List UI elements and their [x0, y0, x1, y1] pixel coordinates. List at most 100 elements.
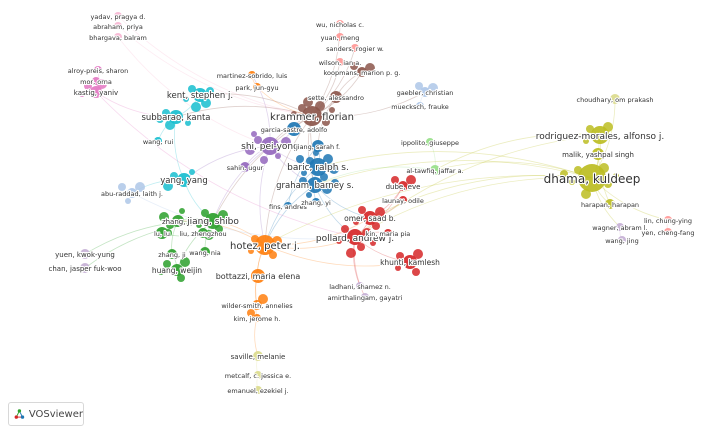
author-node-ladhani[interactable] — [356, 282, 364, 290]
author-label-omer[interactable]: omer, saad b. — [343, 213, 397, 224]
author-node-kimjerome[interactable] — [253, 314, 261, 322]
author-label-malik[interactable]: malik, yashpal singh — [561, 150, 635, 160]
author-label-launay[interactable]: launay, odile — [381, 196, 425, 206]
author-node-sanders[interactable] — [351, 44, 359, 52]
author-label-choudhary[interactable]: choudhary, om prakash — [575, 95, 654, 105]
author-label-bottazzi[interactable]: bottazzi, maria elena — [215, 271, 302, 282]
author-label-sahin[interactable]: sahin, ugur — [226, 163, 265, 173]
author-node-hotez[interactable] — [255, 235, 275, 255]
author-node-baric[interactable] — [309, 158, 327, 176]
author-node-sette[interactable] — [330, 91, 342, 103]
author-label-shi[interactable]: shi, pei-yong — [240, 141, 300, 153]
author-node-yuen[interactable] — [80, 249, 90, 259]
author-label-huang[interactable]: huang, weijin — [151, 265, 204, 276]
author-node-rodriguez[interactable] — [591, 126, 609, 144]
author-label-dube[interactable]: dube, eve — [384, 182, 421, 192]
author-node-bottazzi[interactable] — [251, 269, 265, 283]
author-label-kastig[interactable]: kastig, yaniv — [73, 88, 120, 98]
author-node-dube[interactable] — [398, 181, 408, 191]
author-node-huang[interactable] — [171, 264, 183, 276]
author-label-park[interactable]: park, jun-gyu — [234, 83, 279, 93]
author-node-krammer[interactable] — [302, 106, 322, 126]
author-node-wildersmith[interactable] — [252, 300, 262, 310]
author-label-bhargava[interactable]: bhargava, balram — [88, 33, 148, 43]
author-node-lin[interactable] — [664, 216, 672, 224]
author-label-wangrui[interactable]: wang, rui — [142, 137, 175, 147]
author-node-alroy[interactable] — [94, 66, 102, 74]
author-node-khunti[interactable] — [403, 255, 417, 269]
author-label-rodriguez[interactable]: rodriguez-morales, alfonso j. — [535, 131, 666, 143]
author-label-kimjerome[interactable]: kim, jerome h. — [232, 314, 281, 324]
author-label-graham[interactable]: graham, barney s. — [275, 180, 355, 192]
author-node-zhangqi[interactable] — [172, 215, 184, 227]
author-node-wilson[interactable] — [336, 58, 344, 66]
author-node-metcalf[interactable] — [254, 371, 262, 379]
author-label-abraham[interactable]: abraham, priya — [92, 22, 144, 32]
author-label-yadav[interactable]: yadav, pragya d. — [89, 12, 146, 22]
author-label-wilson[interactable]: wilson, ian a. — [318, 58, 363, 68]
author-node-emanuel[interactable] — [254, 386, 262, 394]
author-label-liuzhou[interactable]: liu, zhengzhou — [178, 229, 227, 239]
author-label-yen[interactable]: yen, cheng-fang — [640, 228, 695, 238]
author-node-luiu[interactable] — [156, 227, 168, 239]
author-node-sahin[interactable] — [240, 162, 250, 172]
author-node-yuanmeng[interactable] — [336, 33, 344, 41]
author-node-yadav[interactable] — [114, 12, 122, 20]
author-node-shi[interactable] — [261, 137, 279, 155]
author-node-wu[interactable] — [336, 20, 344, 28]
author-label-wangjing[interactable]: wang, jing — [604, 236, 640, 246]
author-node-pollard[interactable] — [347, 229, 363, 245]
author-label-kinmaria[interactable]: kin, maria pia — [365, 229, 412, 239]
author-node-omer[interactable] — [363, 211, 377, 225]
author-label-hotez[interactable]: hotez, peter j. — [229, 240, 301, 253]
author-node-graham[interactable] — [307, 177, 323, 193]
author-label-amirthalingam[interactable]: amirthalingam, gayatri — [327, 293, 404, 303]
author-label-yuen[interactable]: yuen, kwok-yung — [54, 250, 116, 260]
author-label-pollard[interactable]: pollard, andrew j. — [315, 233, 395, 245]
author-node-jiang[interactable] — [312, 140, 324, 152]
author-node-wangnia[interactable] — [200, 247, 210, 257]
author-label-subbarao[interactable]: subbarao, kanta — [140, 112, 211, 124]
author-node-chan[interactable] — [80, 263, 90, 273]
author-label-jiang[interactable]: jiang, sarah f. — [294, 142, 341, 152]
author-node-abraham[interactable] — [114, 22, 122, 30]
author-node-saville[interactable] — [253, 351, 263, 361]
author-node-amirthalingam[interactable] — [361, 293, 369, 301]
author-node-yen[interactable] — [664, 228, 672, 236]
author-label-luiu[interactable]: lu, lu — [153, 229, 171, 239]
author-node-finsandres[interactable] — [284, 202, 292, 210]
author-label-krammer[interactable]: krammer, florian — [269, 111, 355, 124]
author-label-wangnia[interactable]: wang, nia — [188, 248, 222, 258]
author-node-ippolito[interactable] — [426, 138, 434, 146]
author-node-martinez[interactable] — [248, 71, 256, 79]
author-label-mueksch[interactable]: muecksch, frauke — [390, 102, 450, 112]
author-node-yangyang[interactable] — [177, 173, 191, 187]
author-label-wu[interactable]: wu, nicholas c. — [315, 20, 365, 30]
author-label-sanders[interactable]: sanders, rogier w. — [325, 44, 385, 54]
author-node-kinmaria[interactable] — [384, 229, 392, 237]
author-label-finsandres[interactable]: fins, andres — [268, 202, 309, 212]
author-node-subbarao[interactable] — [169, 110, 183, 124]
author-label-harapan[interactable]: harapan, harapan — [580, 200, 640, 210]
author-label-alroy[interactable]: alroy-preis, sharon — [67, 66, 130, 76]
author-label-metcalf[interactable]: metcalf, c. jessica e. — [224, 371, 293, 381]
author-label-jiangshibo[interactable]: jiang, shibo — [185, 216, 240, 228]
author-label-dhama[interactable]: dhama, kuldeep — [543, 171, 642, 187]
author-label-khunti[interactable]: khunti, kamlesh — [379, 257, 441, 268]
author-node-wangrui[interactable] — [154, 137, 162, 145]
author-node-harapan[interactable] — [605, 199, 615, 209]
author-label-lin[interactable]: lin, chung-ying — [643, 216, 693, 226]
author-label-zhangqi[interactable]: zhang, qi — [161, 217, 195, 227]
author-node-koopmans[interactable] — [357, 67, 367, 77]
author-node-bhargava[interactable] — [114, 33, 122, 41]
author-node-launay[interactable] — [399, 196, 407, 204]
author-label-ippolito[interactable]: ippolito, giuseppe — [400, 138, 460, 148]
author-node-kent[interactable] — [193, 88, 207, 102]
author-label-wildersmith[interactable]: wilder-smith, annelies — [220, 301, 294, 311]
author-node-gaebler[interactable] — [420, 87, 430, 97]
author-label-ladhani[interactable]: ladhani, shamez n. — [328, 282, 392, 292]
author-label-altawfiq[interactable]: al-tawfiq, jaffar a. — [405, 166, 465, 176]
author-node-zhangyi[interactable] — [312, 198, 320, 206]
author-label-saville[interactable]: saville, melanie — [230, 352, 287, 362]
